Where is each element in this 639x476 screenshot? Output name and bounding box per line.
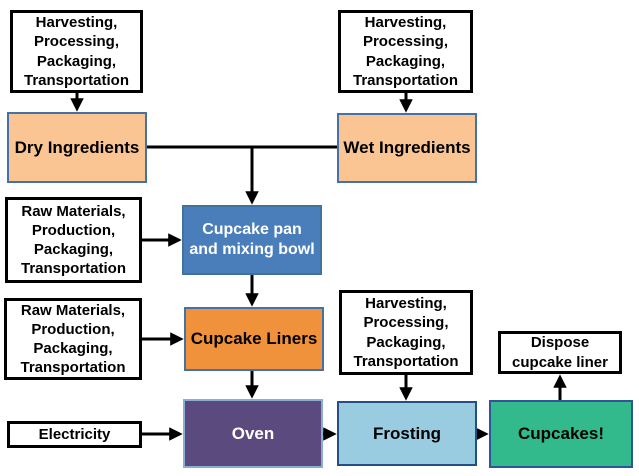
node-top-right-inputs: Harvesting, Processing, Packaging, Trans…: [338, 10, 473, 93]
node-dispose-liner: Dispose cupcake liner: [498, 331, 622, 374]
node-pan-inputs: Raw Materials, Production, Packaging, Tr…: [5, 197, 142, 283]
node-liner-inputs: Raw Materials, Production, Packaging, Tr…: [4, 298, 142, 380]
node-cupcake-pan: Cupcake pan and mixing bowl: [182, 205, 322, 275]
node-frosting-inputs: Harvesting, Processing, Packaging, Trans…: [339, 290, 473, 375]
node-top-left-inputs: Harvesting, Processing, Packaging, Trans…: [10, 10, 143, 93]
node-electricity: Electricity: [7, 421, 142, 448]
node-cupcakes: Cupcakes!: [489, 400, 633, 468]
node-oven: Oven: [183, 399, 323, 468]
node-wet-ingredients: Wet Ingredients: [337, 113, 477, 183]
node-frosting: Frosting: [337, 401, 477, 466]
node-dry-ingredients: Dry Ingredients: [7, 112, 147, 183]
node-cupcake-liners: Cupcake Liners: [184, 307, 324, 371]
